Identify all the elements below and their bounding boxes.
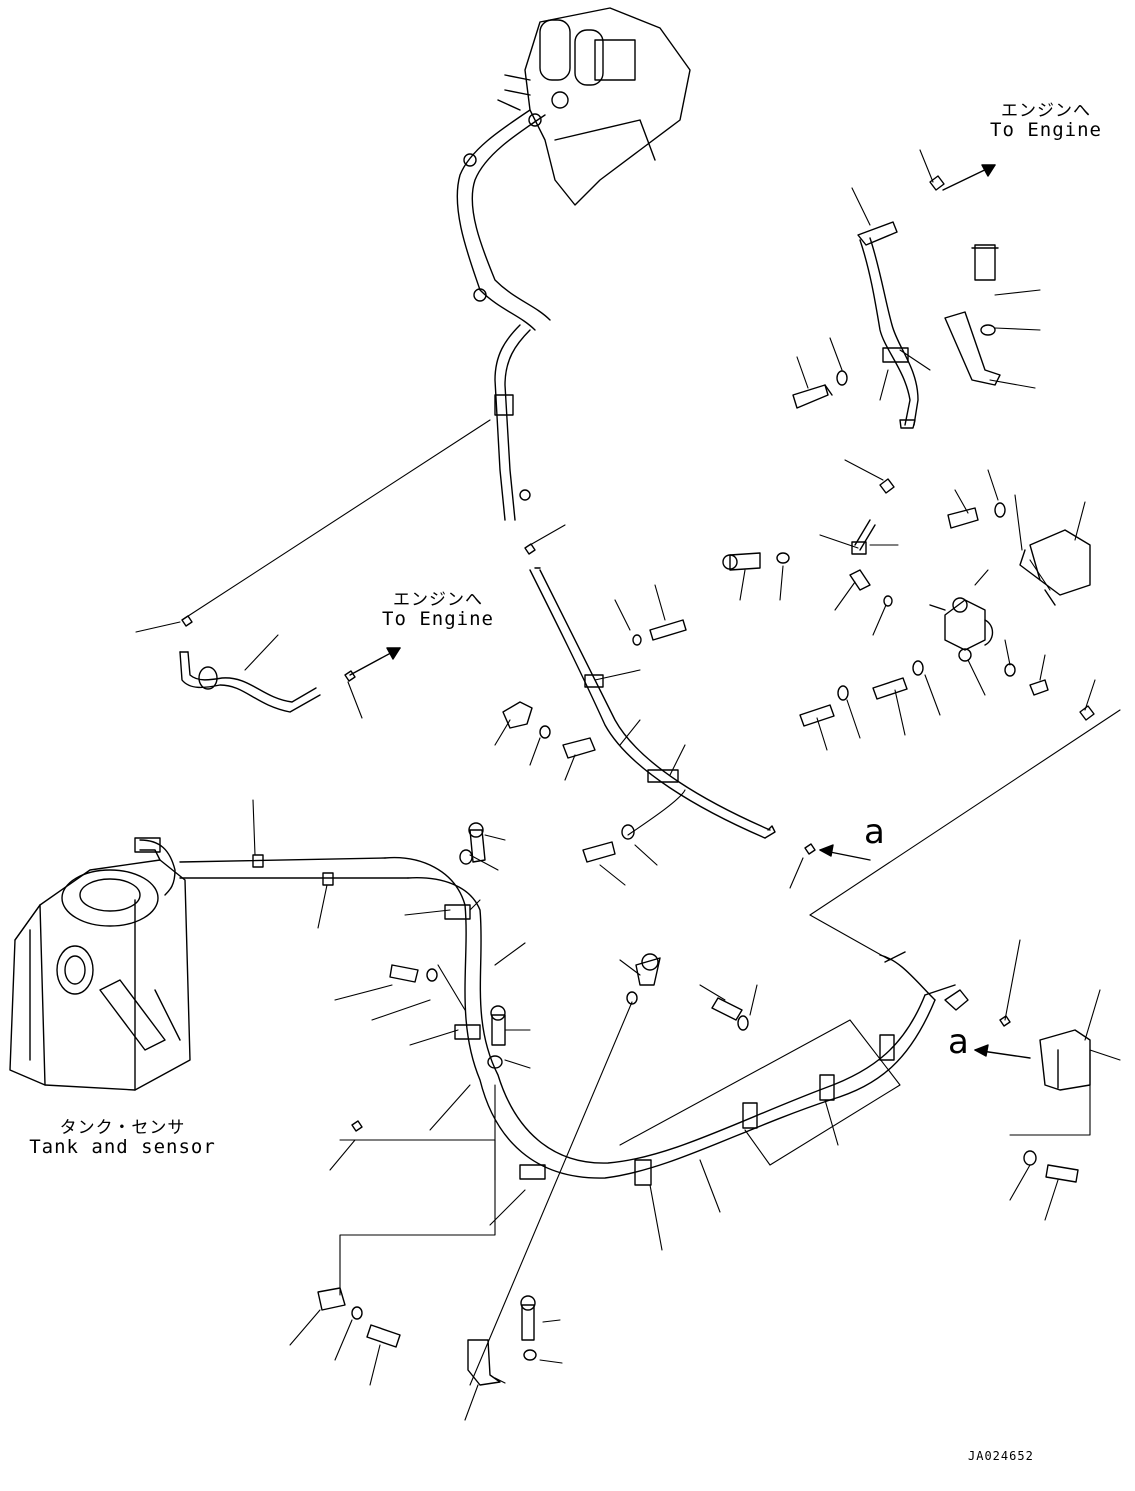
fuel-tank	[9, 837, 191, 1091]
engine-label-top-jp: エンジンへ	[1001, 101, 1091, 121]
engine-label-top-en: To Engine	[990, 118, 1102, 141]
lower-hose-pair	[384, 856, 1011, 1186]
relay-sensor-group	[722, 502, 1095, 727]
valve-assembly	[497, 7, 691, 206]
engine-label-mid: エンジンへ To Engine	[378, 590, 498, 630]
marker-a-upper: a	[864, 812, 885, 852]
lower-fittings	[317, 822, 1091, 1386]
upper-hose-pair	[456, 109, 551, 521]
tank-label: タンク・センサ Tank and sensor	[20, 1118, 225, 1158]
left-small-hose	[179, 615, 356, 713]
center-hose	[502, 543, 816, 863]
engine-hose-upper-right	[792, 175, 1001, 494]
drawing-code: JA024652	[968, 1449, 1034, 1463]
engine-label-mid-en: To Engine	[382, 607, 494, 630]
marker-a-lower: a	[948, 1022, 969, 1062]
tank-label-jp: タンク・センサ	[59, 1118, 186, 1138]
engine-label-top: エンジンへ To Engine	[986, 101, 1106, 141]
engine-label-mid-jp: エンジンへ	[393, 590, 483, 610]
tank-leads	[179, 854, 409, 886]
leader-lines	[135, 149, 1121, 1421]
tank-label-en: Tank and sensor	[29, 1135, 216, 1158]
